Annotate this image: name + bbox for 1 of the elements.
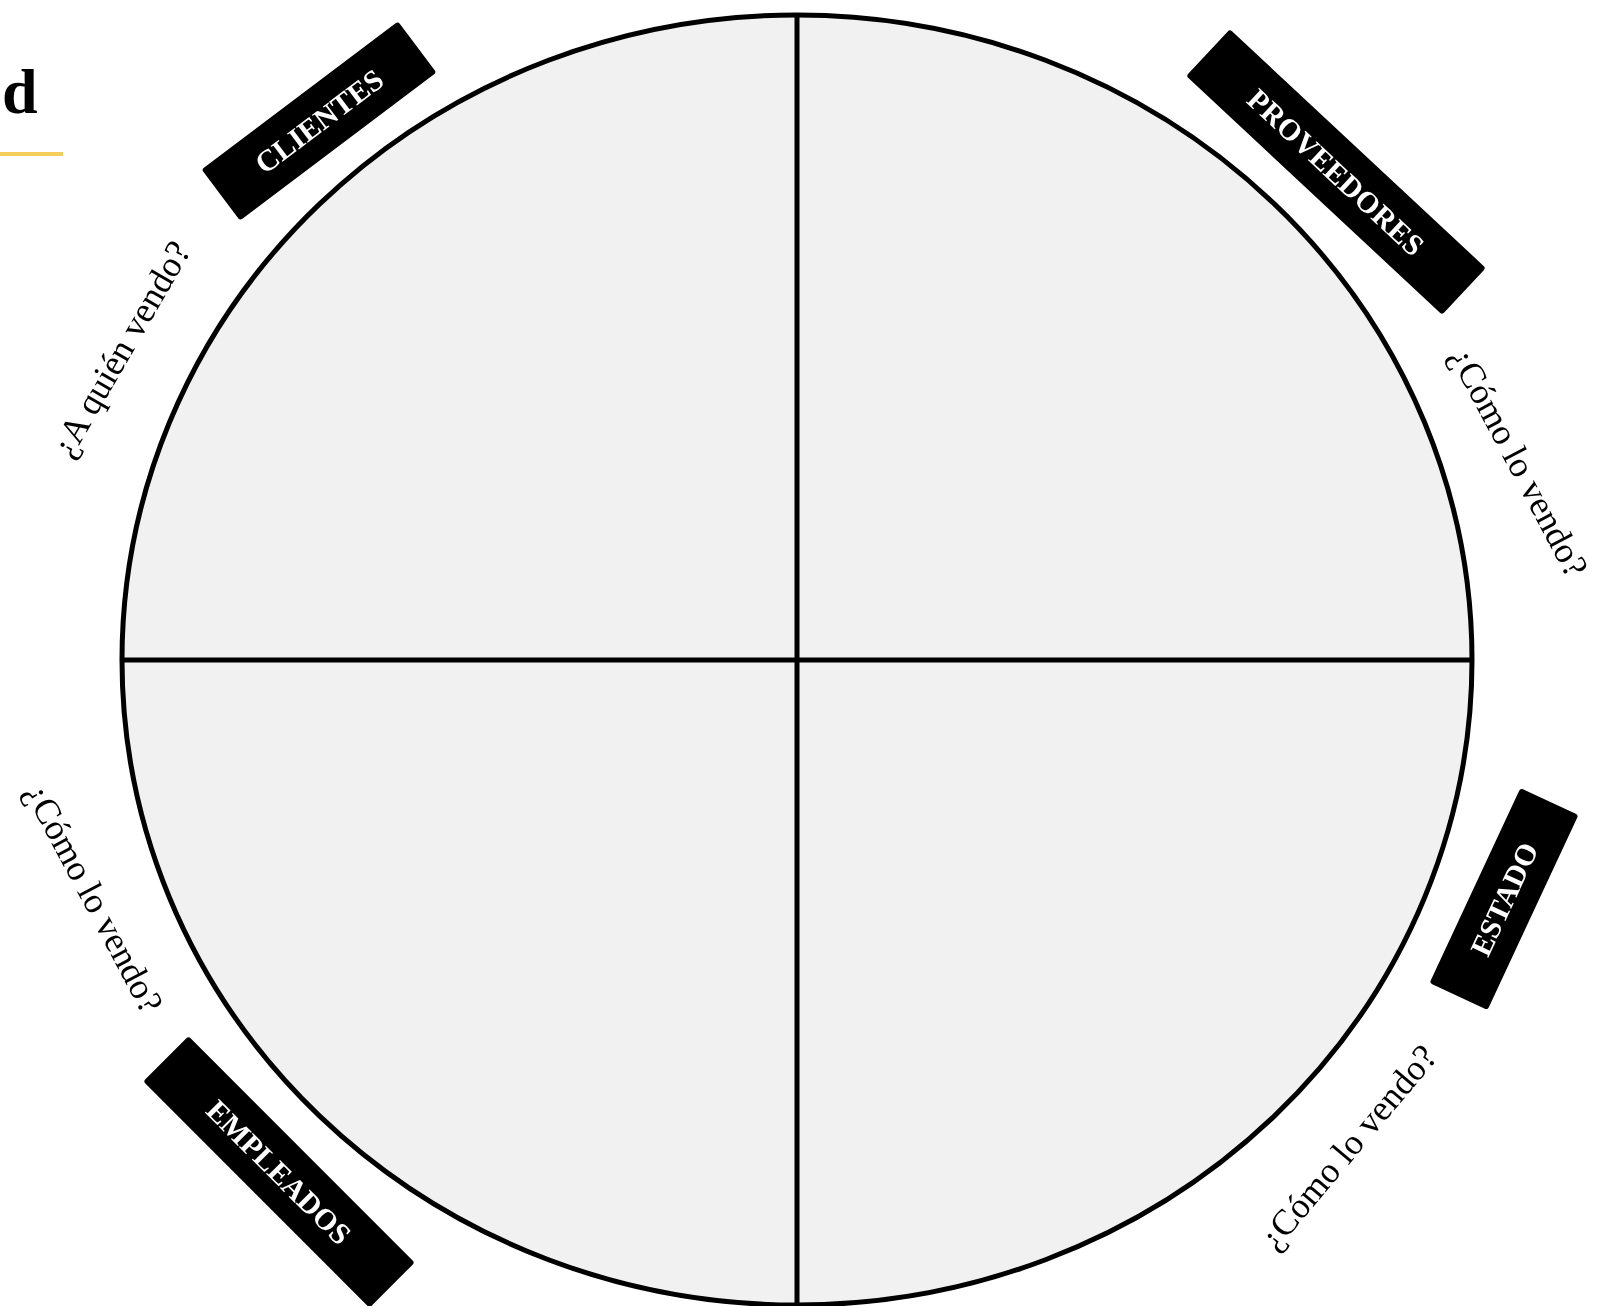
title: d xyxy=(2,60,38,124)
